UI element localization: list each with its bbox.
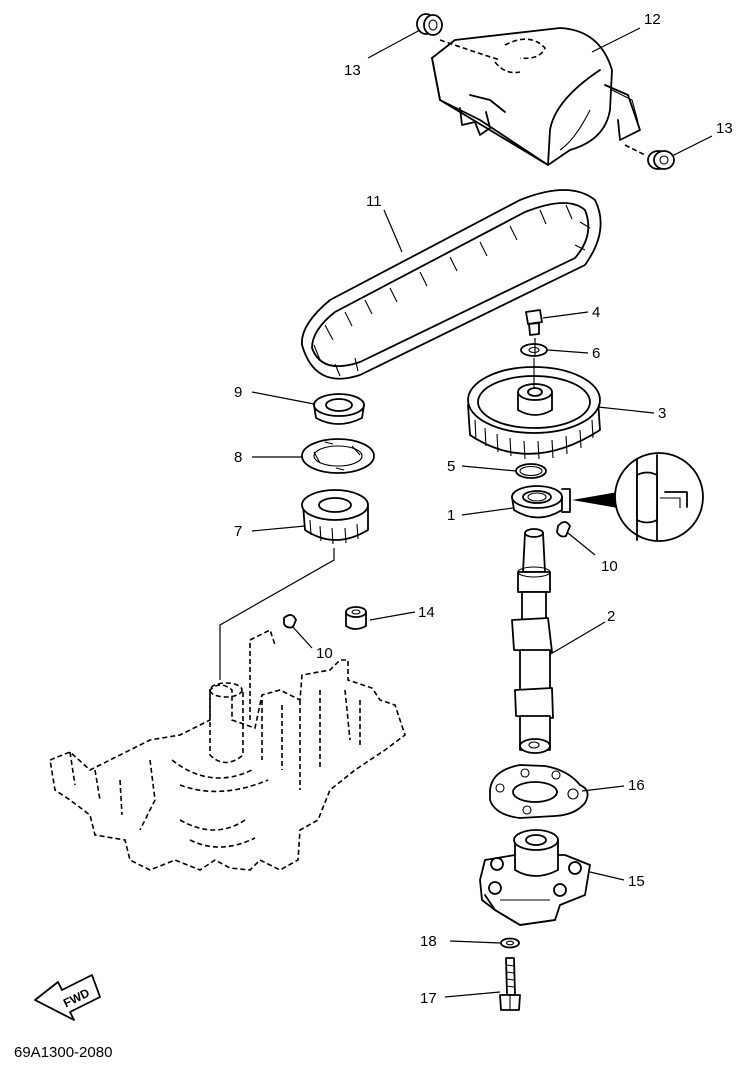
part-13-grommet-upper <box>416 13 443 36</box>
label-part-5: 5 <box>447 458 455 475</box>
label-part-11: 11 <box>366 193 382 210</box>
part-6-washer <box>520 343 548 357</box>
part-9-oil-seal <box>313 393 365 425</box>
label-part-13-lower: 13 <box>716 120 733 137</box>
part-8-plate <box>301 438 375 474</box>
part-10-dowel-pin-lower <box>283 614 297 629</box>
alignment-line-pulley <box>219 548 335 680</box>
part-4-bolt <box>525 309 543 336</box>
part-1-oil-seal <box>511 485 563 519</box>
label-part-15: 15 <box>628 873 645 890</box>
part-15-oil-pump <box>479 829 591 926</box>
label-part-7: 7 <box>234 523 242 540</box>
part-16-gasket <box>489 764 589 819</box>
label-part-10-upper: 10 <box>601 558 618 575</box>
part-11-timing-belt <box>301 189 602 380</box>
label-part-9: 9 <box>234 384 242 401</box>
label-part-18: 18 <box>420 933 437 950</box>
fwd-arrow-icon: FWD <box>34 974 101 1021</box>
label-part-1: 1 <box>447 507 455 524</box>
drawing-code: 69A1300-2080 <box>14 1044 112 1061</box>
label-part-10-lower: 10 <box>316 645 333 662</box>
label-part-6: 6 <box>592 345 600 362</box>
label-part-17: 17 <box>420 990 437 1007</box>
label-part-14: 14 <box>418 604 435 621</box>
label-part-8: 8 <box>234 449 242 466</box>
cylinder-block-crankcase <box>49 628 406 871</box>
label-part-2: 2 <box>607 608 615 625</box>
part-7-drive-pulley <box>301 489 369 545</box>
part-17-bolt <box>499 957 521 1011</box>
part-3-camshaft-pulley <box>467 358 601 460</box>
part-13-grommet-lower <box>647 150 675 170</box>
label-part-4: 4 <box>592 304 600 321</box>
part-14-cap <box>345 606 367 630</box>
part-18-washer <box>500 937 520 949</box>
label-part-3: 3 <box>658 405 666 422</box>
leader-lines <box>251 27 713 998</box>
label-part-13-upper: 13 <box>344 62 361 79</box>
label-part-12: 12 <box>644 11 661 28</box>
part-5-o-ring <box>515 463 547 479</box>
label-part-16: 16 <box>628 777 645 794</box>
part-10-dowel-pin-upper <box>556 521 571 538</box>
part-12-belt-cover <box>431 27 646 166</box>
installation-detail-inset <box>561 452 704 542</box>
part-2-camshaft <box>511 528 554 754</box>
part-number-labels: 12 13 13 11 4 6 3 5 1 10 2 9 8 7 14 10 1… <box>234 11 733 1007</box>
